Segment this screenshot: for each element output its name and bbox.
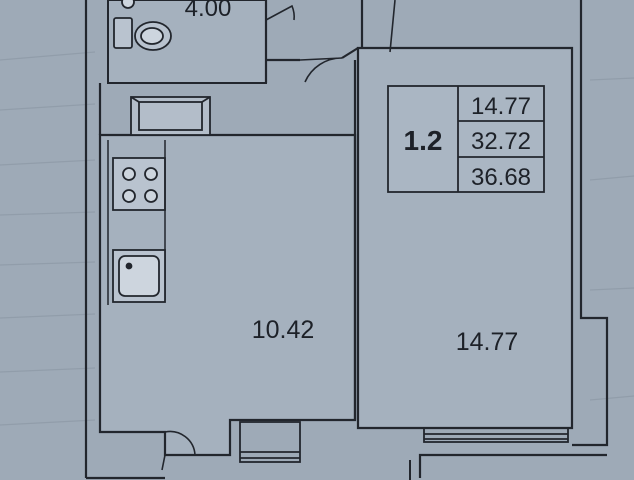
corridor-walls [98, 0, 364, 420]
toilet-icon [113, 0, 172, 51]
bathroom-room [107, 0, 267, 84]
unit-code: 1.2 [404, 125, 443, 156]
bottom-window-kitchen [239, 421, 301, 463]
window-icon [130, 96, 211, 136]
sink-icon [112, 249, 166, 303]
total-with-balcony-value: 36.68 [471, 164, 531, 191]
door-icon [161, 0, 396, 471]
stove-icon [112, 157, 166, 211]
background-texture [0, 51, 634, 426]
summary-table: 1.2 14.77 32.72 36.68 [387, 85, 545, 193]
kitchen-area-label: 10.42 [252, 316, 315, 344]
bathroom-area-label: 4.00 [185, 0, 232, 22]
living-area-value: 14.77 [471, 93, 531, 120]
exterior-walls [84, 0, 609, 480]
living-room-area-label: 14.77 [456, 328, 519, 356]
bottom-window-living [423, 427, 569, 443]
total-area-value: 32.72 [471, 128, 531, 155]
